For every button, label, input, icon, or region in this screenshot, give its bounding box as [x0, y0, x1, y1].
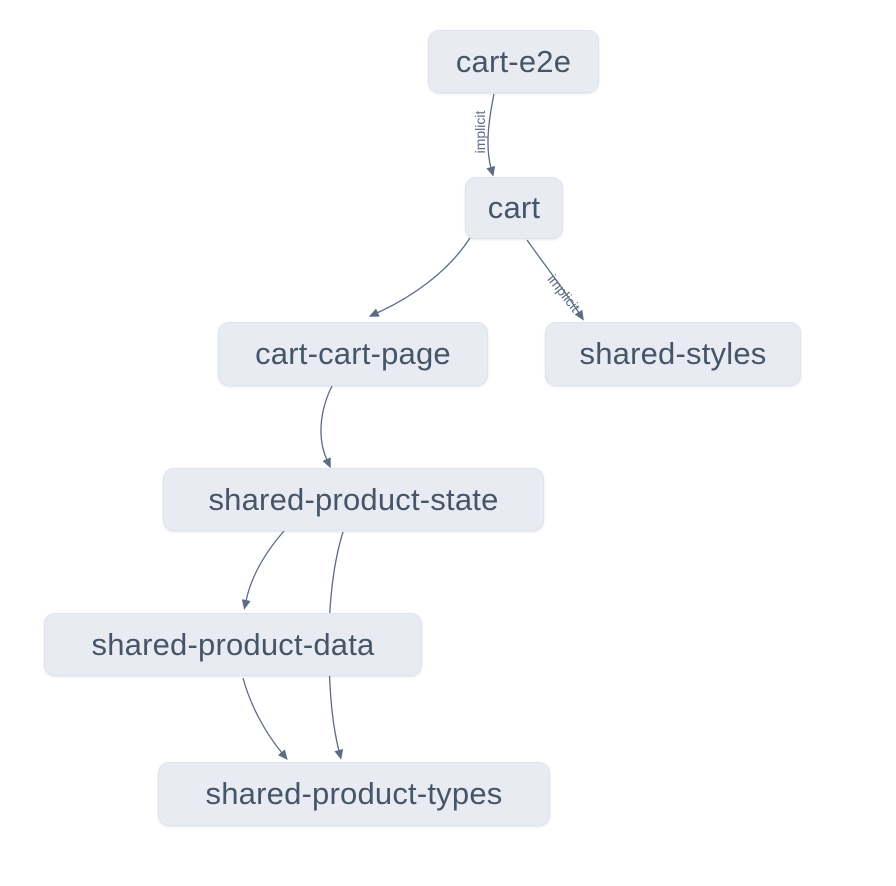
- edge-cart-cart-page-to-shared-product-state: [320, 385, 333, 469]
- graph-node-shared-product-data[interactable]: shared-product-data: [44, 613, 422, 676]
- edge-shared-product-state-to-shared-product-data: [241, 530, 285, 610]
- graph-node-shared-styles[interactable]: shared-styles: [545, 322, 801, 386]
- graph-node-label: shared-styles: [579, 336, 767, 371]
- graph-node-cart-e2e[interactable]: cart-e2e: [428, 30, 599, 93]
- graph-node-label: shared-product-data: [91, 626, 375, 662]
- graph-node-cart[interactable]: cart: [465, 177, 563, 239]
- graph-node-cart-cart-page[interactable]: cart-cart-page: [218, 322, 488, 386]
- graph-node-label: cart-e2e: [455, 43, 572, 79]
- edge-cart-to-shared-styles: [526, 239, 584, 321]
- edge-shared-product-data-to-shared-product-types: [242, 677, 288, 760]
- edge-cart-to-cart-cart-page: [368, 237, 471, 317]
- graph-node-shared-product-types[interactable]: shared-product-types: [158, 762, 550, 826]
- graph-node-label: cart: [487, 190, 541, 225]
- graph-node-label: cart-cart-page: [255, 336, 451, 371]
- graph-node-label: shared-product-types: [205, 776, 503, 811]
- graph-node-shared-product-state[interactable]: shared-product-state: [163, 468, 544, 531]
- edge-cart-e2e-to-cart: [486, 93, 496, 177]
- graph-node-label: shared-product-state: [208, 481, 499, 517]
